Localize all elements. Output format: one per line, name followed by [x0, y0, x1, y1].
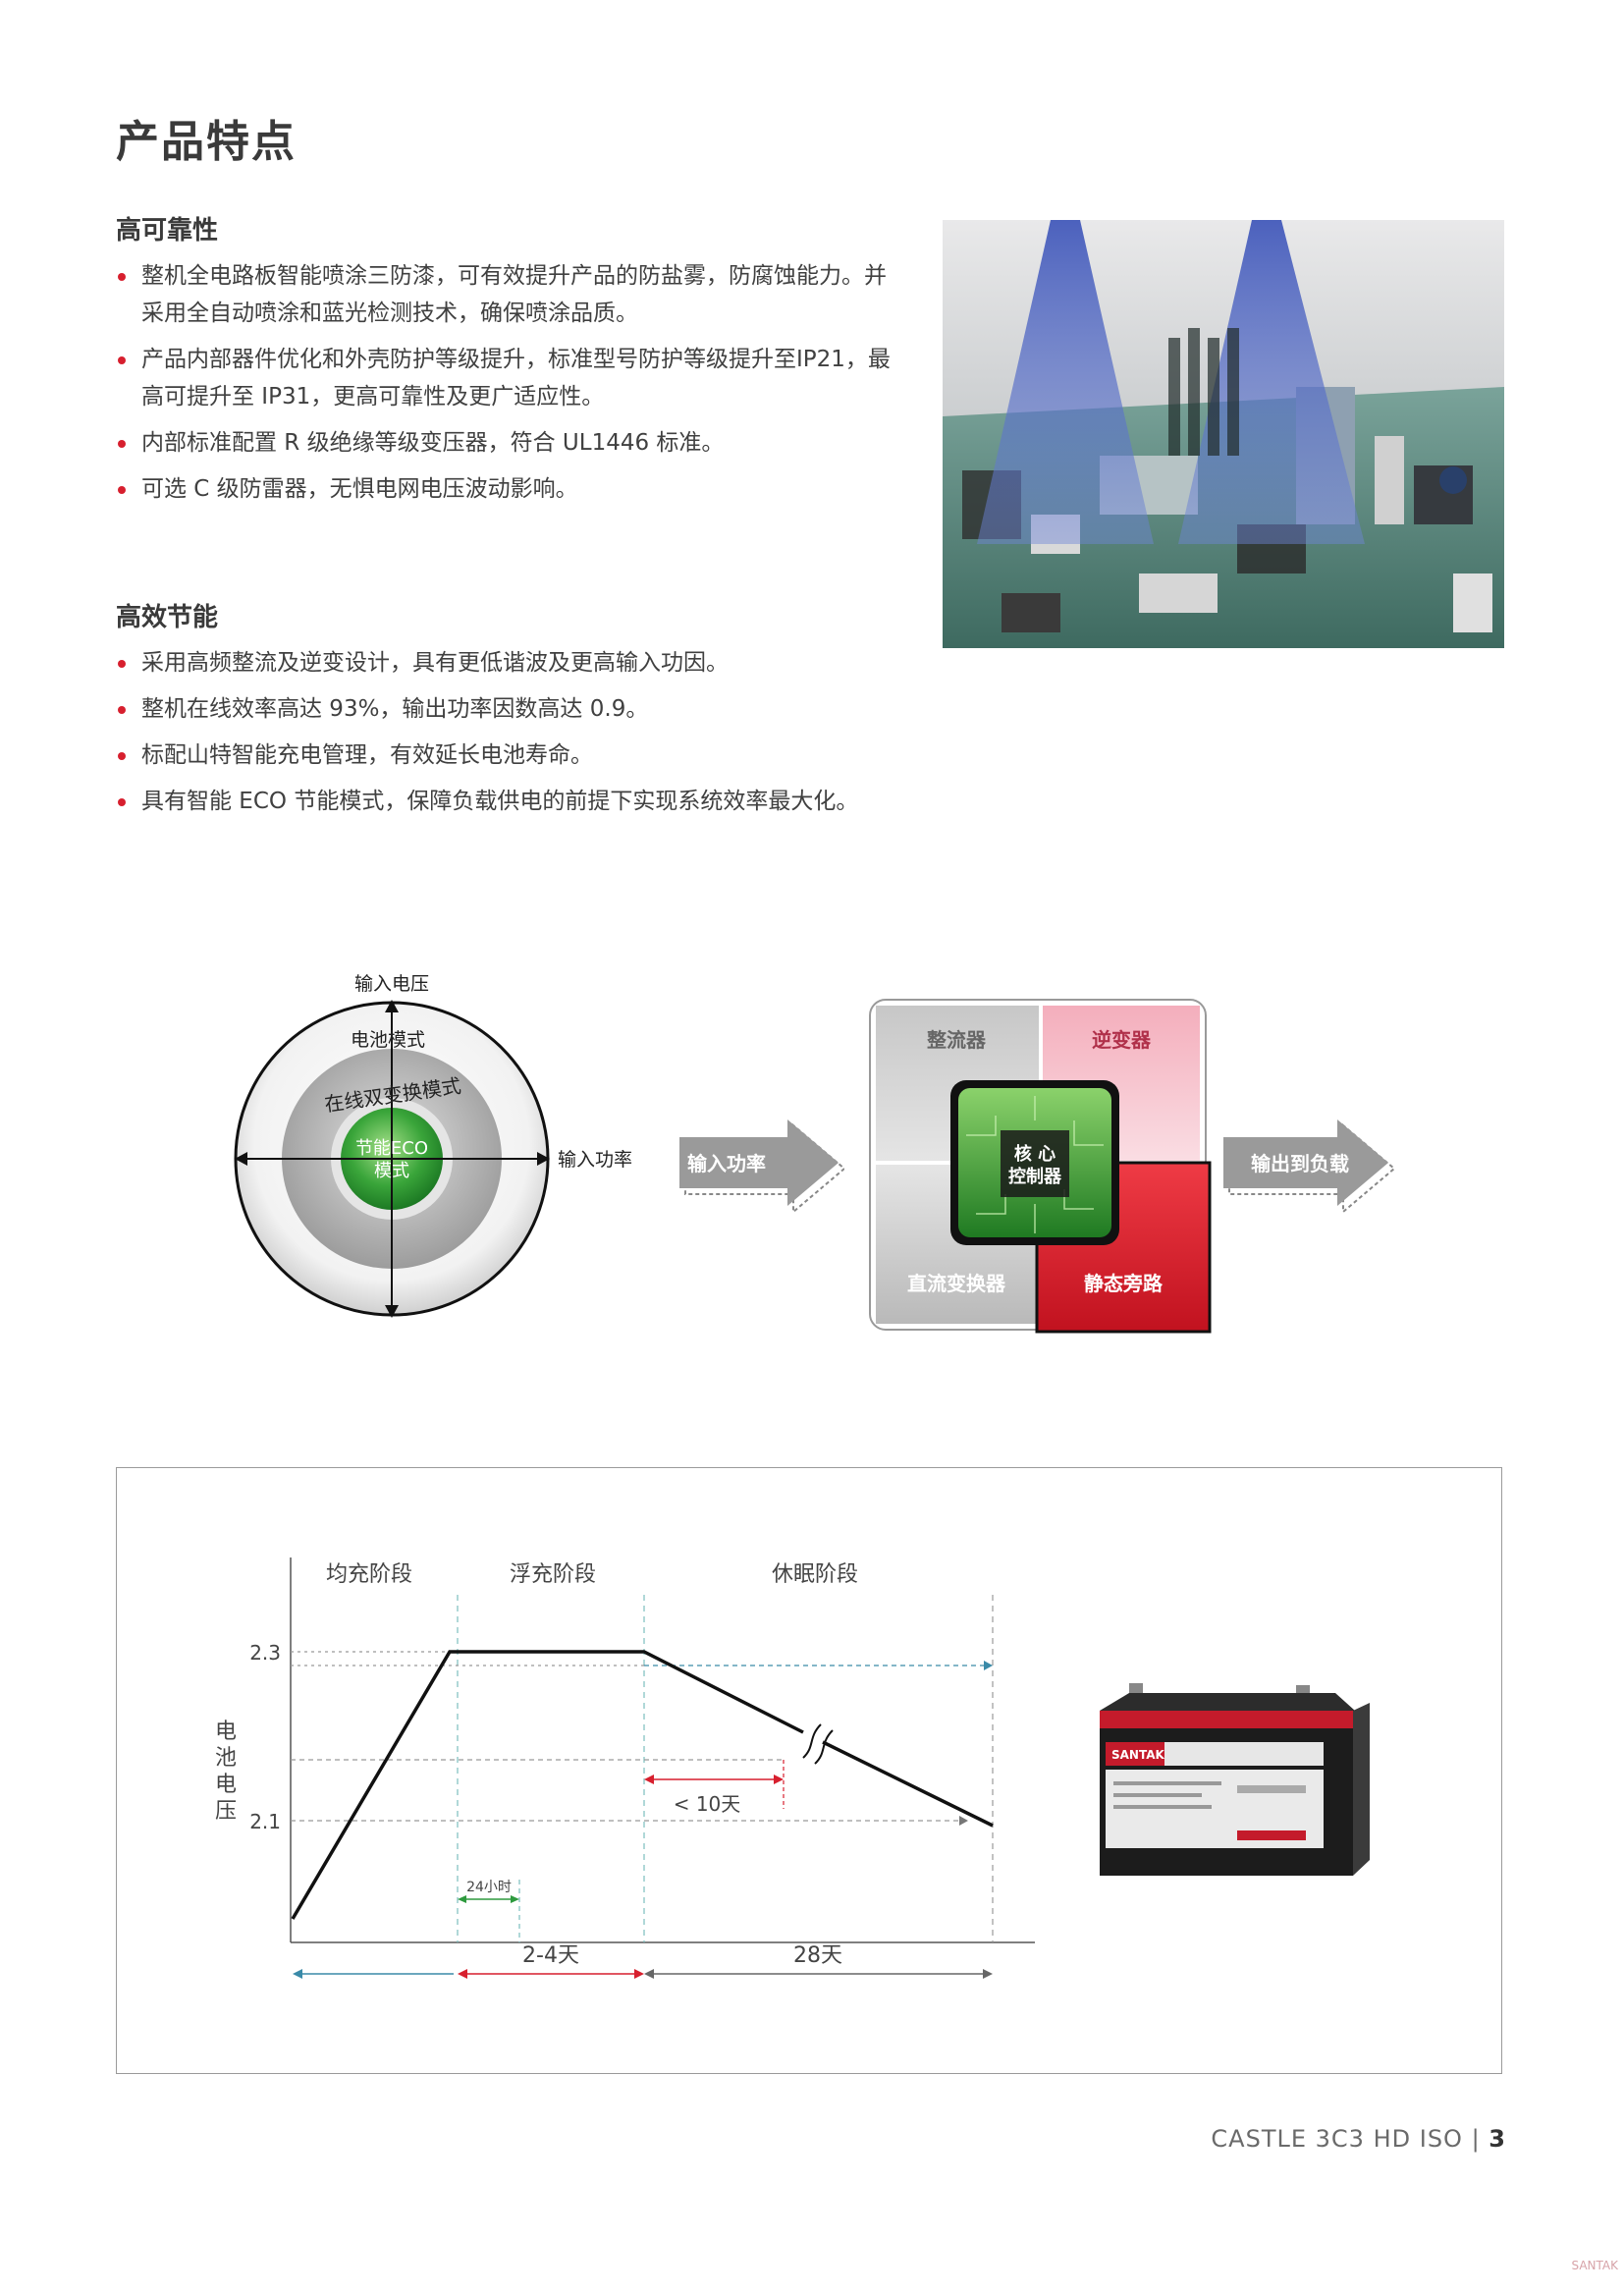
- footer-separator: |: [1462, 2125, 1489, 2153]
- reliability-list: 整机全电路板智能喷涂三防漆，可有效提升产品的防盐雾，防腐蚀能力。并采用全自动喷涂…: [116, 257, 892, 517]
- hours-24-label: 24小时: [466, 1880, 512, 1895]
- stage-label: 浮充阶段: [510, 1562, 596, 1587]
- footer-product: CASTLE 3C3 HD ISO: [1211, 2125, 1463, 2153]
- pcb-photo: [943, 220, 1504, 648]
- eco-mode-label-1: 节能ECO: [355, 1138, 428, 1159]
- efficiency-list: 采用高频整流及逆变设计，具有更低谐波及更高输入功因。 整机在线效率高达 93%，…: [116, 644, 1000, 829]
- core-controller-label-1: 核 心: [1014, 1143, 1056, 1165]
- days-28-label: 28天: [793, 1943, 842, 1968]
- y-axis-label: 电: [215, 1720, 237, 1744]
- battery-charge-chart: 均充阶段 浮充阶段 休眠阶段 2.3 2.1 电 池 电 压 < 10天 24小…: [215, 1557, 1035, 1979]
- page-number: 3: [1489, 2125, 1506, 2153]
- y-tick-label: 2.1: [249, 1810, 281, 1833]
- page-footer: CASTLE 3C3 HD ISO | 3: [1211, 2125, 1506, 2153]
- input-power-arrow: 输入功率: [679, 1120, 844, 1215]
- list-item: 可选 C 级防雷器，无惧电网电压波动影响。: [116, 470, 892, 508]
- section-heading-reliability: 高可靠性: [116, 216, 219, 246]
- stage-label: 均充阶段: [326, 1562, 412, 1587]
- inverter-label: 逆变器: [1092, 1028, 1152, 1052]
- static-bypass-label: 静态旁路: [1084, 1272, 1164, 1295]
- list-item: 整机全电路板智能喷涂三防漆，可有效提升产品的防盐雾，防腐蚀能力。并采用全自动喷涂…: [116, 257, 892, 332]
- watermark: SANTAK: [1571, 2259, 1618, 2272]
- output-load-arrow-label: 输出到负载: [1251, 1152, 1349, 1175]
- y-tick-label: 2.3: [249, 1641, 281, 1665]
- page-title: 产品特点: [116, 117, 297, 167]
- input-power-arrow-label: 输入功率: [687, 1152, 766, 1175]
- eco-mode-label-2: 模式: [374, 1161, 409, 1181]
- battery-brand: SANTAK: [1111, 1748, 1165, 1762]
- voltage-curve-2: [822, 1740, 994, 1828]
- mode-circle-diagram: 输入电压 输入功率 电池模式 在线双变换模式 节能ECO 模式: [234, 973, 632, 1318]
- ups-block-diagram: 整流器 逆变器 直流变换器 静态旁路 核 心 控制器: [869, 999, 1212, 1334]
- y-axis-label: 电: [215, 1773, 237, 1797]
- battery-photo: SANTAK: [1100, 1683, 1370, 1876]
- input-power-label: 输入功率: [558, 1149, 632, 1171]
- battery-charge-chart-box: [116, 1467, 1502, 2074]
- list-item: 整机在线效率高达 93%，输出功率因数高达 0.9。: [116, 690, 1000, 728]
- y-axis-label: 压: [215, 1799, 237, 1824]
- core-controller-label-2: 控制器: [1008, 1166, 1062, 1187]
- dc-converter-label: 直流变换器: [907, 1272, 1006, 1295]
- list-item: 产品内部器件优化和外壳防护等级提升，标准型号防护等级提升至IP21，最高可提升至…: [116, 341, 892, 415]
- stage-label: 休眠阶段: [772, 1562, 858, 1587]
- y-axis-label: 池: [215, 1746, 237, 1771]
- rectifier-label: 整流器: [926, 1028, 987, 1052]
- voltage-curve-1: [291, 1650, 804, 1920]
- days-2-4-label: 2-4天: [522, 1943, 579, 1968]
- lt-10-days-label: < 10天: [674, 1792, 741, 1816]
- input-voltage-label: 输入电压: [354, 973, 429, 995]
- battery-mode-label: 电池模式: [351, 1029, 425, 1051]
- list-item: 采用高频整流及逆变设计，具有更低谐波及更高输入功因。: [116, 644, 1000, 682]
- output-load-arrow: 输出到负载: [1223, 1120, 1394, 1215]
- list-item: 具有智能 ECO 节能模式，保障负载供电的前提下实现系统效率最大化。: [116, 783, 1000, 820]
- list-item: 标配山特智能充电管理，有效延长电池寿命。: [116, 737, 1000, 774]
- section-heading-efficiency: 高效节能: [116, 603, 219, 632]
- list-item: 内部标准配置 R 级绝缘等级变压器，符合 UL1446 标准。: [116, 424, 892, 462]
